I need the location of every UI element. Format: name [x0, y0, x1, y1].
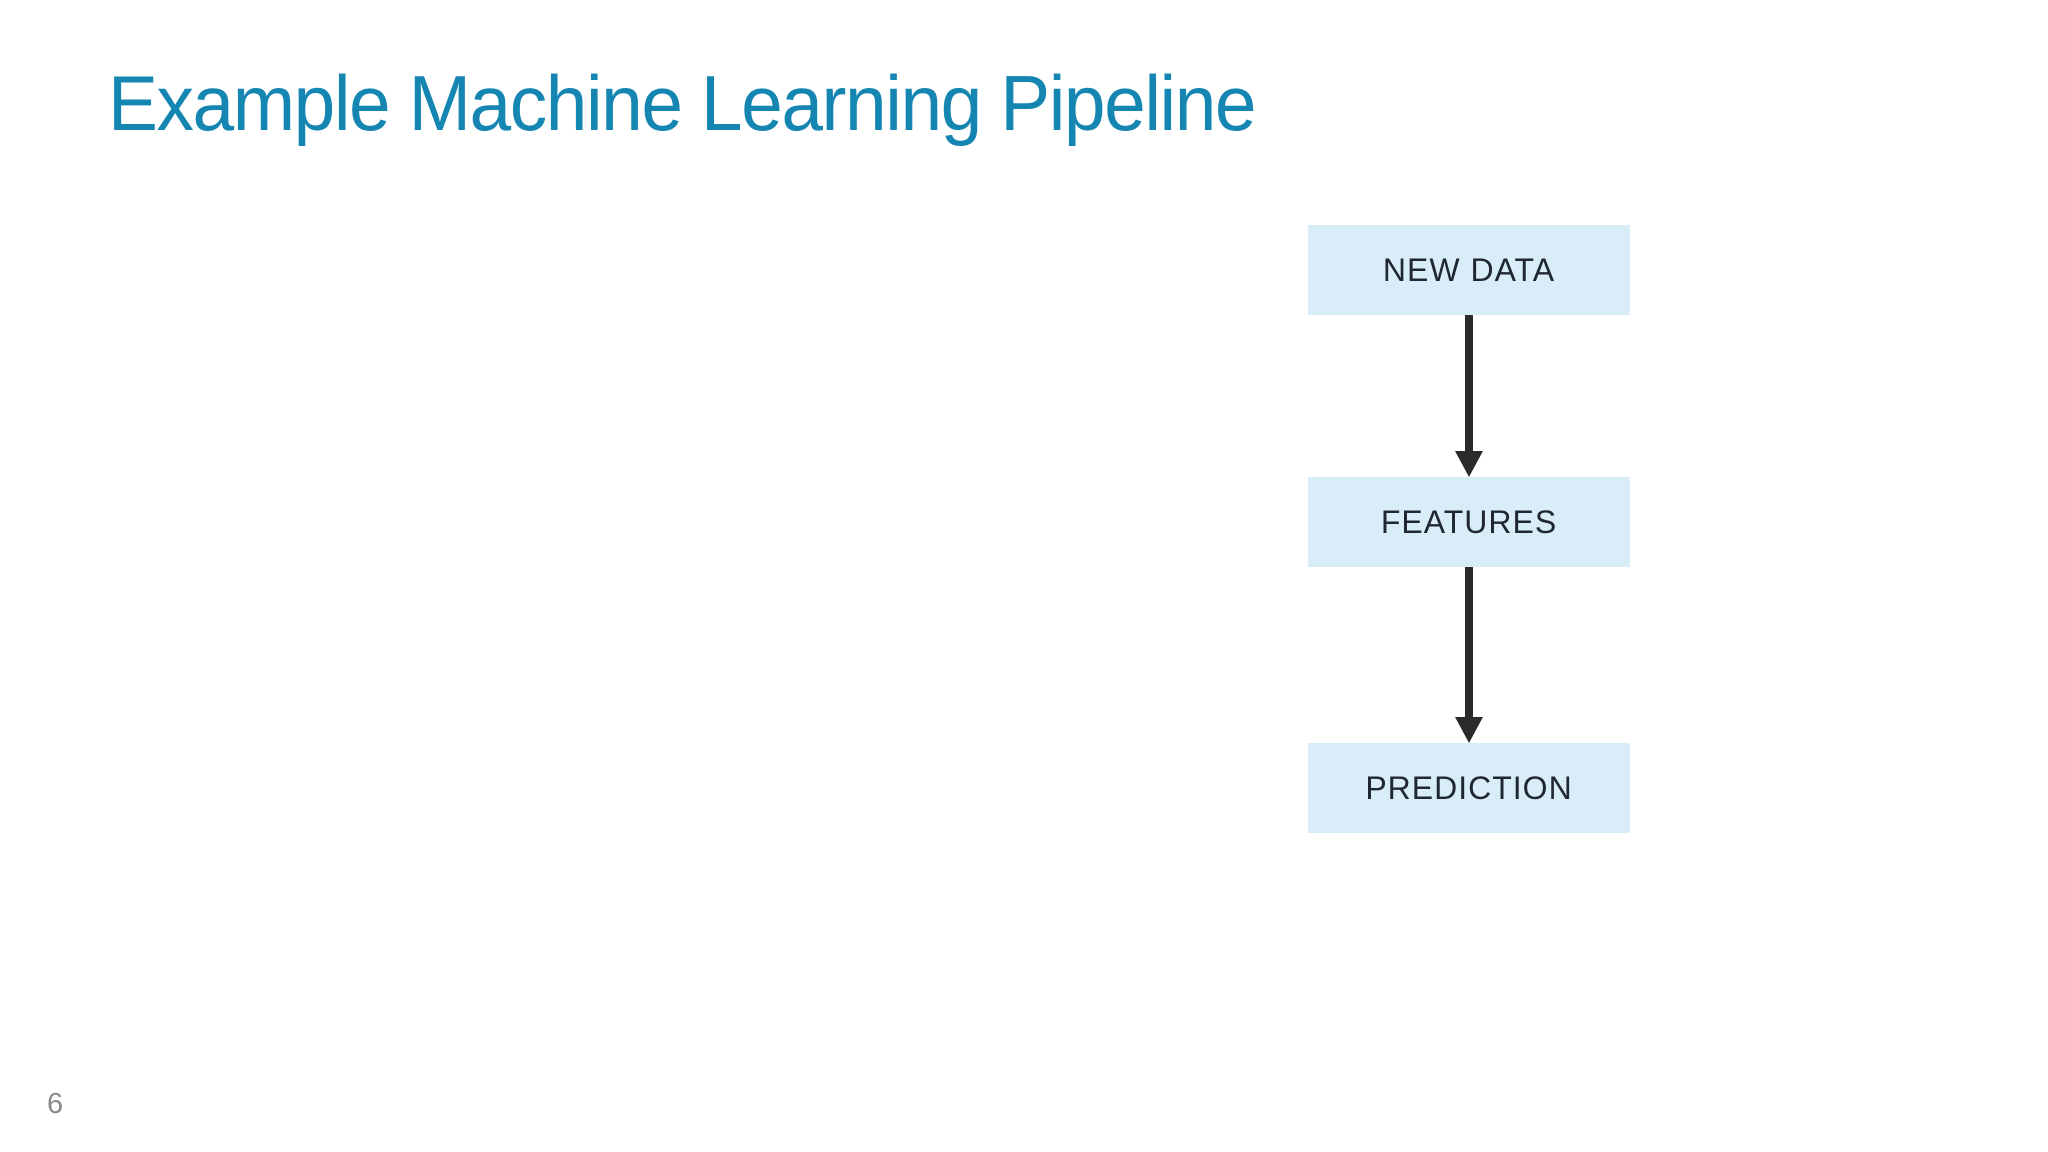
arrow-down-icon	[1455, 567, 1483, 743]
pipeline-node-new-data: NEW DATA	[1308, 225, 1630, 315]
pipeline-node-prediction: PREDICTION	[1308, 743, 1630, 833]
pipeline-node-features: FEATURES	[1308, 477, 1630, 567]
page-number: 6	[47, 1088, 64, 1120]
arrow-down-icon	[1455, 315, 1483, 477]
slide-title: Example Machine Learning Pipeline	[108, 59, 1257, 147]
pipeline-diagram: NEW DATA FEATURES PREDICTION	[1308, 225, 1630, 833]
